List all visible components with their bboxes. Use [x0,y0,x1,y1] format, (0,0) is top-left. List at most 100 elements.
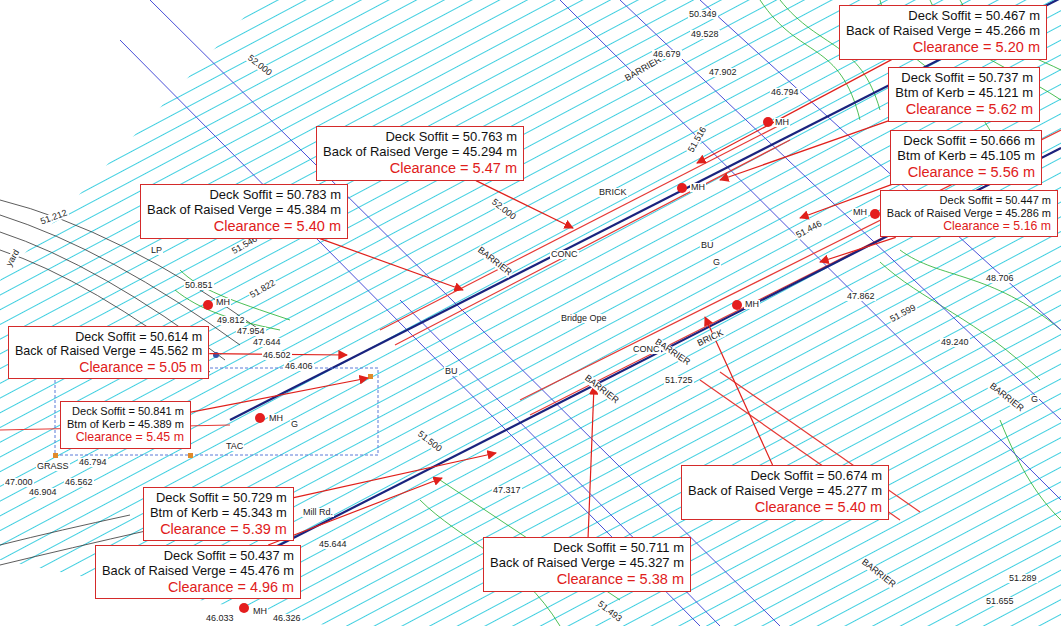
map-annotation: 51.655 [985,597,1015,606]
map-annotation: 51.289 [1008,574,1038,583]
road-edge [700,0,1061,330]
map-annotation: 49.240 [940,338,970,347]
map-annotation: 46.326 [272,614,302,623]
clearance-value: Clearance = 5.40 m [147,218,341,235]
road-edge [620,0,1061,420]
clearance-value: Clearance = 5.56 m [897,164,1035,181]
level-value: Btm of Kerb = 45.389 m [67,418,184,431]
level-value: Back of Raised Verge = 45.476 m [102,564,294,579]
clearance-callout: Deck Soffit = 50.711 mBack of Raised Ver… [483,537,691,592]
vegetation-contour [180,270,290,320]
level-value: Btm of Kerb = 45.105 m [897,149,1035,164]
manhole-dot [239,603,249,613]
road-centreline [250,148,1061,560]
manhole-dot [870,209,880,219]
leader-line [697,60,892,163]
ground-contour [0,250,210,372]
level-value: Back of Raised Verge = 45.562 m [15,344,202,358]
manhole-dot [203,300,213,310]
map-annotation: 49.528 [690,30,720,39]
map-annotation: 45.644 [318,540,348,549]
level-value: Back of Raised Verge = 45.384 m [147,203,341,218]
clearance-callout: Deck Soffit = 50.437 mBack of Raised Ver… [95,545,301,599]
level-value: Deck Soffit = 50.674 m [688,469,882,484]
clearance-callout: Deck Soffit = 50.447 mBack of Raised Ver… [880,190,1058,237]
road-edge [560,0,1061,500]
map-annotation: 46.502 [262,351,292,360]
clearance-callout: Deck Soffit = 50.674 mBack of Raised Ver… [681,465,889,520]
vegetation-contour [880,262,1040,380]
map-annotation: 49.812 [216,316,246,325]
map-annotation: 48.706 [985,274,1015,283]
leader-line [800,185,891,218]
map-annotation: 46.794 [78,458,108,467]
leader-line [476,181,573,228]
level-value: Deck Soffit = 50.729 m [150,491,287,506]
selection-frame [53,453,58,458]
clearance-callout: Deck Soffit = 50.729 mBtm of Kerb = 45.3… [143,487,294,541]
map-annotation: MH [690,183,706,192]
clearance-value: Clearance = 5.45 m [67,430,184,444]
clearance-callout: Deck Soffit = 50.666 mBtm of Kerb = 45.1… [890,130,1042,185]
road-edge [150,0,780,626]
vegetation-contour [175,0,1061,626]
map-annotation: TAC [225,442,244,451]
map-annotation: 46.033 [205,614,235,623]
level-value: Deck Soffit = 50.447 m [887,194,1051,207]
clearance-value: Clearance = 5.05 m [15,359,202,375]
clearance-value: Clearance = 5.16 m [887,219,1051,233]
manhole-dot [255,413,265,423]
level-value: Back of Raised Verge = 45.294 m [323,145,517,160]
map-annotation: GRASS [36,462,70,471]
manhole-dot [213,352,219,358]
map-annotation: G [290,420,299,429]
clearance-value: Clearance = 5.39 m [150,521,287,538]
level-value: Btm of Kerb = 45.121 m [895,86,1033,101]
leader-line [820,237,896,262]
map-annotation: 46.406 [284,362,314,371]
level-value: Deck Soffit = 50.783 m [147,188,341,203]
clearance-callout: Deck Soffit = 50.467 mBack of Raised Ver… [839,5,1047,60]
map-annotation: 47.317 [492,486,522,495]
leader-line [191,378,368,412]
ground-contour [0,515,130,545]
clearance-value: Clearance = 5.20 m [846,39,1040,56]
level-value: Deck Soffit = 50.737 m [895,71,1033,86]
leader-group [191,60,896,545]
vegetation-contour [175,290,280,330]
map-annotation: 47.644 [252,338,282,347]
road-centreline [230,0,1061,560]
leader-line [588,386,594,537]
map-annotation: CONC [550,250,579,259]
map-annotation: CONC [632,345,661,354]
level-value: Back of Raised Verge = 45.286 m [887,207,1051,220]
level-value: Btm of Kerb = 45.343 m [150,506,287,521]
map-annotation: 47.902 [708,68,738,77]
map-annotation: 50.851 [184,281,214,290]
level-value: Deck Soffit = 50.763 m [323,130,517,145]
map-annotation: 46.794 [770,88,800,97]
level-value: Back of Raised Verge = 45.266 m [846,24,1040,39]
manhole-dot [677,183,687,193]
map-annotation: MH [268,414,284,423]
map-annotation: MH [744,300,760,309]
level-value: Deck Soffit = 50.666 m [897,134,1035,149]
clearance-value: Clearance = 5.40 m [688,499,882,516]
bridge-edge [0,125,1061,520]
map-annotation: G [712,258,721,267]
map-annotation: MH [852,208,868,217]
leader-line [294,453,496,498]
clearance-callout: Deck Soffit = 50.614 mBack of Raised Ver… [8,326,209,379]
selection-frame [53,366,378,458]
level-value: Back of Raised Verge = 45.327 m [490,556,684,571]
clearance-callout: Deck Soffit = 50.763 mBack of Raised Ver… [316,126,524,181]
clearance-value: Clearance = 5.38 m [490,571,684,588]
map-annotation: 51.725 [664,376,694,385]
clearance-value: Clearance = 5.47 m [323,160,517,177]
map-annotation: BU [700,241,715,250]
selection-frame [55,368,378,455]
level-value: Deck Soffit = 50.437 m [102,549,294,564]
map-annotation: 46.904 [28,488,58,497]
